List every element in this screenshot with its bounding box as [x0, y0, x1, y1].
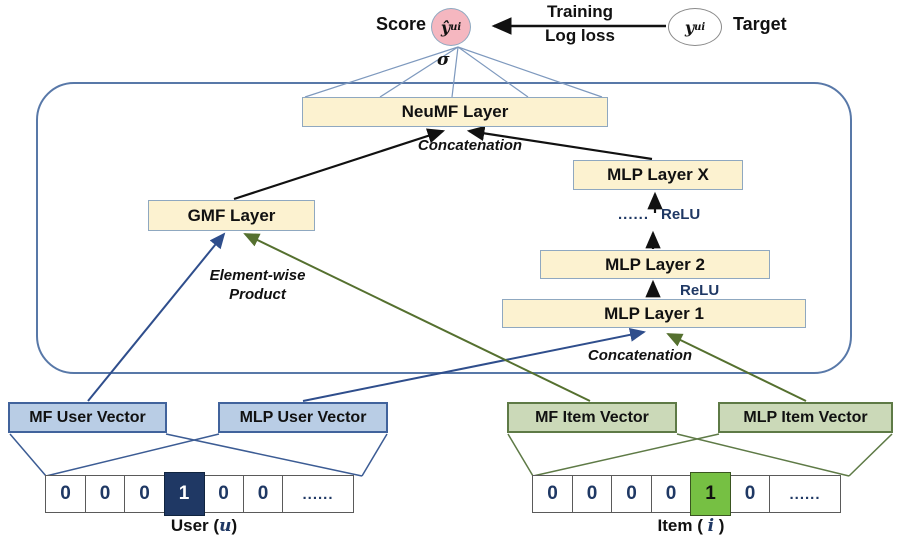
score-label: Score: [375, 14, 426, 34]
user-onehot-fan: [9, 433, 388, 477]
elementwise-product-label: Element-wise Product: [209, 267, 306, 303]
mf-item-vector-box: MF Item Vector: [507, 402, 677, 433]
gmf-layer-box: GMF Layer: [148, 200, 315, 231]
onehot-cell: 0: [45, 475, 86, 513]
onehot-cell: 0: [532, 475, 573, 513]
arrow-mfitem-to-gmf: [243, 233, 591, 402]
score-subscript: ui: [450, 21, 462, 33]
relu-top-label: ReLU: [661, 206, 701, 223]
onehot-ellipsis-cell: ......: [282, 475, 354, 513]
onehot-hot-cell: 1: [163, 472, 205, 516]
relu-mid-label: ReLU: [680, 282, 720, 299]
mlp-user-vector-box: MLP User Vector: [218, 402, 388, 433]
mlp-layer-x-box: MLP Layer X: [573, 160, 743, 190]
target-symbol: y: [684, 17, 695, 37]
onehot-cell: 0: [242, 475, 284, 513]
item-onehot-fan: [507, 433, 893, 477]
item-onehot-vector: 0 0 0 0 1 0 ......: [532, 472, 841, 516]
target-label: Target: [733, 14, 787, 34]
onehot-cell: 0: [203, 475, 244, 513]
onehot-ellipsis-cell: ......: [769, 475, 841, 513]
relu-dots-label: ...... ReLU: [618, 206, 700, 223]
onehot-cell: 0: [611, 475, 652, 513]
onehot-cell: 0: [650, 475, 692, 513]
onehot-cell: 0: [729, 475, 771, 513]
onehot-cell: 0: [84, 475, 126, 513]
score-symbol: ŷ: [440, 17, 451, 37]
mlp-layer-2-box: MLP Layer 2: [540, 250, 770, 279]
sigma-symbol: σ: [437, 50, 450, 70]
mf-user-vector-box: MF User Vector: [8, 402, 167, 433]
arrow-mlpitem-to-mlp1: [666, 333, 807, 402]
training-line1: Training: [546, 2, 614, 21]
neumf-layer-box: NeuMF Layer: [302, 97, 608, 127]
concatenation-bottom-label: Concatenation: [587, 347, 693, 364]
item-input-label: Item ( i ): [657, 516, 725, 536]
hidden-layers-dots: ......: [618, 206, 650, 223]
arrow-mfuser-to-gmf: [87, 232, 226, 402]
arrow-mlpuser-to-mlp1: [302, 327, 646, 402]
sigma-fan-lines: [304, 46, 603, 98]
onehot-cell: 0: [571, 475, 613, 513]
arrow-mlpx-to-neumf: [466, 125, 653, 161]
mlp-layer-1-box: MLP Layer 1: [502, 299, 806, 328]
mlp-item-vector-box: MLP Item Vector: [718, 402, 893, 433]
user-input-label: User (u): [170, 516, 238, 536]
user-onehot-vector: 0 0 0 1 0 0 ......: [45, 472, 354, 516]
arrow-gmf-to-neumf: [233, 128, 446, 201]
training-loss-label: Training Log loss: [515, 0, 645, 48]
onehot-hot-cell: 1: [690, 472, 731, 516]
target-subscript: ui: [694, 21, 706, 33]
onehot-cell: 0: [124, 475, 165, 513]
concatenation-top-label: Concatenation: [417, 137, 523, 154]
training-line2: Log loss: [545, 26, 615, 45]
